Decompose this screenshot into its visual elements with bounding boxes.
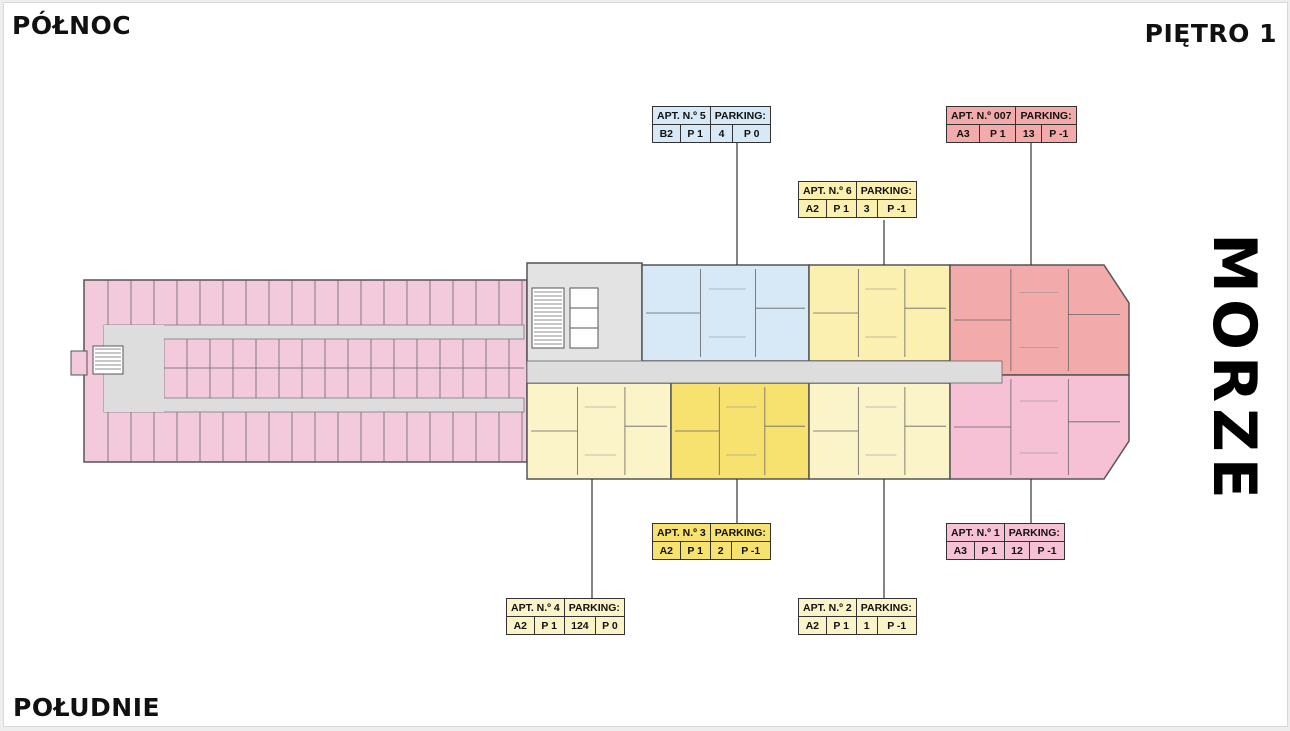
apartment-title: APT. N.º 3 [652,523,711,542]
core-staircase [531,287,565,349]
north-label: PÓŁNOC [12,11,132,40]
parking-level: P -1 [730,541,771,560]
apartment-title: APT. N.º 007 [945,106,1017,125]
apartment-type: B2 [652,124,681,143]
south-label: POŁUDNIE [13,693,161,722]
apartment-interior-lines [531,269,1120,475]
building-outline [70,262,1130,480]
parking-number: 12 [1003,541,1031,560]
main-corridor [526,360,1003,384]
parking-number: 124 [563,616,596,635]
parking-header: PARKING: [709,106,771,125]
apartment-6-area[interactable] [808,264,951,362]
apartment-type: A2 [798,199,827,218]
parking-level: P 0 [732,124,771,143]
apartment-title: APT. N.º 5 [652,106,711,125]
elevator-3 [569,327,599,349]
apartment-floor: P 1 [973,541,1005,560]
apartment-type: A2 [798,616,827,635]
apartment-title: APT. N.º 2 [798,598,857,617]
parking-number: 2 [709,541,732,560]
parking-number: 1 [855,616,878,635]
apartment-007-area[interactable] [949,264,1130,376]
apartment-floor: P 1 [533,616,565,635]
parking-level: P -1 [1029,541,1065,560]
parking-header: PARKING: [855,181,917,200]
parking-header: PARKING: [855,598,917,617]
floor-label: PIĘTRO 1 [1144,19,1277,48]
label-leaders [591,143,1032,600]
apartment-floor: P 1 [825,616,857,635]
elevator-2 [569,307,599,329]
apartment-floor: P 1 [825,199,857,218]
apartment-type: A3 [946,541,975,560]
apartment-floor: P 1 [979,124,1017,143]
parking-level: P -1 [1040,124,1077,143]
elevator-1 [569,287,599,309]
core-stair-steps [534,291,562,345]
parking-header: PARKING: [709,523,771,542]
parking-header: PARKING: [1015,106,1077,125]
parking-level: P -1 [876,199,917,218]
hotel-stair-steps [95,348,121,370]
parking-level: P 0 [594,616,625,635]
parking-number: 3 [855,199,878,218]
apartment-1-area[interactable] [949,374,1130,480]
apartment-type: A2 [506,616,535,635]
parking-level: P -1 [876,616,917,635]
apartment-type: A3 [945,124,981,143]
parking-number: 13 [1015,124,1042,143]
apartment-type: A2 [652,541,681,560]
parking-number: 4 [709,124,734,143]
hotel-rooms [107,280,524,462]
hotel-staircase [92,345,124,375]
apartment-floor: P 1 [679,541,711,560]
floor-plan [70,143,1130,600]
hotel-entrance [70,350,88,376]
apartment-title: APT. N.º 6 [798,181,857,200]
apartment-title: APT. N.º 1 [946,523,1005,542]
apartment-floor: P 1 [679,124,711,143]
parking-header: PARKING: [563,598,625,617]
parking-header: PARKING: [1003,523,1065,542]
floor-plan-frame: PÓŁNOC PIĘTRO 1 POŁUDNIE MORZE [3,2,1288,727]
apartment-title: APT. N.º 4 [506,598,565,617]
